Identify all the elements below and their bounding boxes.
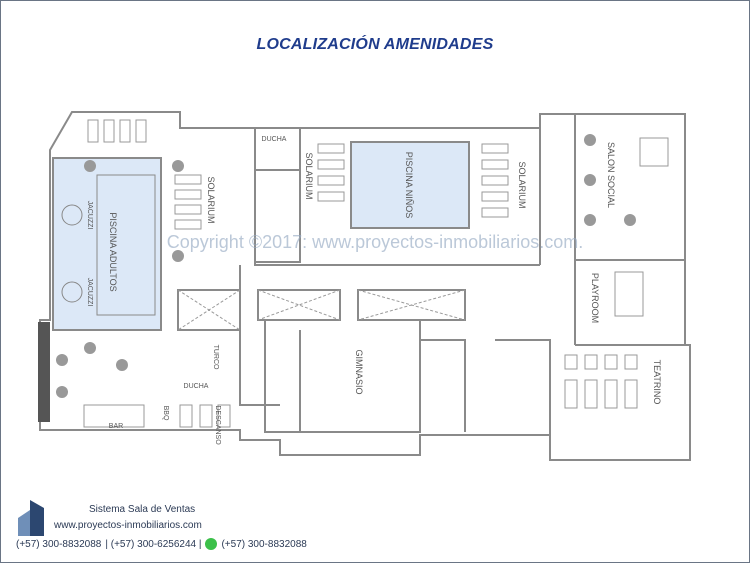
- label-gimnasio: GIMNASIO: [354, 349, 364, 394]
- label-bar: BAR: [109, 423, 123, 430]
- label-solarium-1: SOLARIUM: [206, 176, 216, 223]
- kids-pool: [350, 141, 470, 229]
- company-logo: [18, 500, 44, 536]
- phone-line: (+57) 300-8832088 | (+57) 300-6256244 | …: [16, 538, 307, 550]
- whatsapp-icon: [205, 538, 218, 550]
- planter-strip: [38, 322, 50, 422]
- loungers: [83, 119, 669, 428]
- label-piscina-adultos: PISCINA ADULTOS: [108, 212, 118, 291]
- label-solarium-2: SOLARIUM: [304, 152, 314, 199]
- label-playroom: PLAYROOM: [590, 273, 600, 323]
- phone-1[interactable]: (+57) 300-8832088: [16, 538, 102, 550]
- watermark: Copyright ©2017: www.proyectos-inmobilia…: [166, 232, 584, 252]
- phone-2[interactable]: | (+57) 300-6256244 |: [105, 538, 202, 550]
- company-name: Sistema Sala de Ventas: [89, 504, 196, 515]
- label-ducha-1: DUCHA: [262, 136, 287, 143]
- jacuzzi-2: [61, 281, 83, 303]
- company-website[interactable]: www.proyectos-inmobiliarios.com: [54, 520, 202, 531]
- label-salon-social: SALON SOCIAL: [606, 142, 616, 208]
- label-bbq: BBQ: [162, 406, 169, 421]
- label-ducha-2: DUCHA: [184, 383, 209, 390]
- label-solarium-3: SOLARIUM: [517, 161, 527, 208]
- adult-pool-inner: [96, 174, 156, 316]
- label-jacuzzi-1: JACUZZI: [86, 201, 93, 230]
- label-jacuzzi-2: JACUZZI: [86, 278, 93, 307]
- phone-3[interactable]: (+57) 300-8832088: [221, 538, 307, 550]
- label-teatrino: TEATRINO: [652, 360, 662, 405]
- page-title: LOCALIZACIÓN AMENIDADES: [256, 36, 494, 53]
- label-descanso: DESCANSO: [214, 405, 221, 445]
- label-turco: TURCO: [212, 345, 219, 370]
- jacuzzi-1: [61, 204, 83, 226]
- label-piscina-ninos: PISCINA NIÑOS: [404, 152, 414, 219]
